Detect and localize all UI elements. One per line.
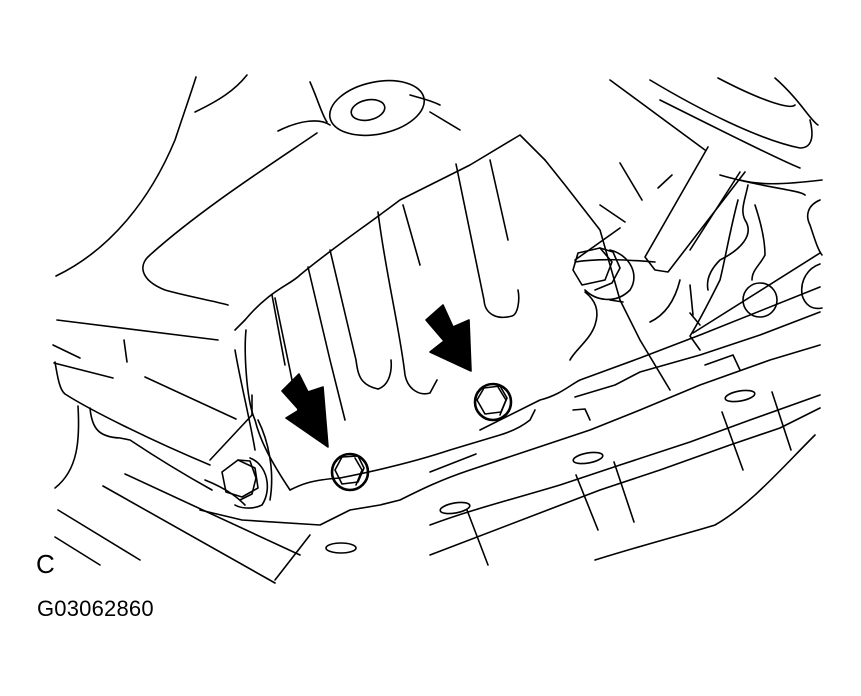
upper-plug-bolt (473, 382, 513, 422)
arrow-right-icon (425, 304, 472, 372)
figure-code: G03062860 (37, 596, 154, 621)
upper-right-mount-bolt (569, 247, 701, 361)
right-structures (574, 77, 823, 351)
pan-flange (199, 286, 821, 581)
left-mount-bolt (209, 394, 273, 509)
arrow-left-icon (281, 373, 329, 448)
top-boss (328, 79, 461, 137)
lower-plug-bolt (330, 452, 370, 492)
view-label: C (36, 549, 55, 579)
housing-left-contours (52, 74, 331, 584)
oil-pan-body (234, 134, 671, 491)
